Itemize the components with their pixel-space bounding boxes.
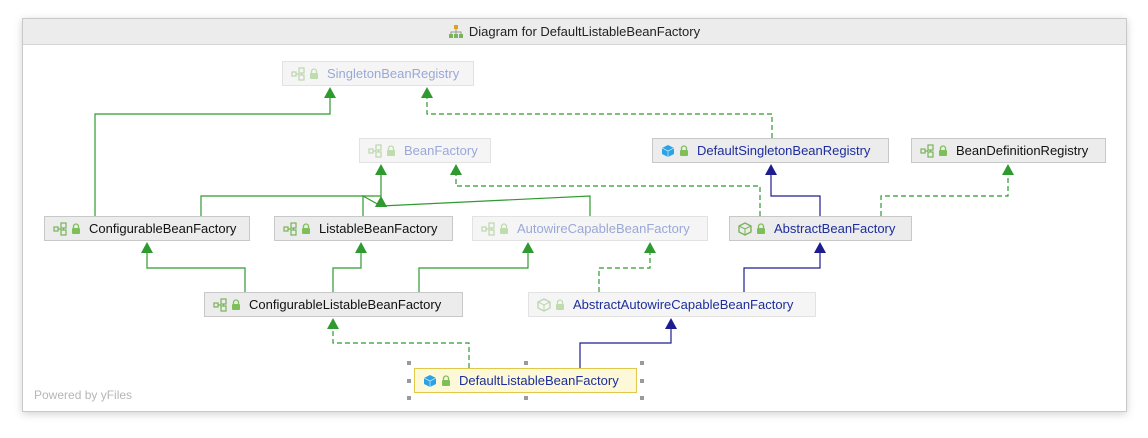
interface-icon	[213, 297, 227, 312]
edge-configurable_bf-to-bean_factory	[200, 164, 387, 216]
edge-abstract_autowire_bf-to-autowire_capable_bf	[598, 242, 656, 292]
interface-icon	[283, 221, 297, 236]
edge-configurable_listable_bf-to-configurable_bf	[141, 242, 246, 292]
interface-icon	[53, 221, 67, 236]
arrowhead	[665, 318, 677, 329]
arrowhead	[814, 242, 826, 253]
edge-abstract_autowire_bf-to-abstract_bf	[743, 242, 826, 292]
arrowhead	[421, 87, 433, 98]
arrowhead	[355, 242, 367, 253]
node-bean-definition-registry[interactable]: BeanDefinitionRegistry	[911, 138, 1106, 163]
edge-configurable_bf-to-singleton_registry	[94, 87, 336, 216]
powered-by-label: Powered by yFiles	[34, 388, 133, 402]
node-default-singleton-registry[interactable]: DefaultSingletonBeanRegistry	[652, 138, 889, 163]
edge-abstract_bf-to-default_singleton_registry	[765, 164, 821, 216]
lock-icon	[556, 298, 564, 310]
node-bean-factory[interactable]: BeanFactory	[359, 138, 491, 163]
abstract-class-icon	[537, 297, 551, 312]
node-label: AbstractAutowireCapableBeanFactory	[573, 297, 794, 312]
selection-handle[interactable]	[407, 396, 411, 400]
node-label: ConfigurableListableBeanFactory	[249, 297, 442, 312]
diagram-edges	[94, 87, 1014, 368]
edge-abstract_bf-to-bean_factory	[450, 164, 761, 216]
arrowhead	[644, 242, 656, 253]
selection-handle[interactable]	[640, 396, 644, 400]
node-singleton-registry[interactable]: SingletonBeanRegistry	[282, 61, 474, 86]
abstract-class-icon	[738, 221, 752, 236]
edge-default_listable_bf-to-bean_definition_registry	[880, 164, 1014, 216]
selection-handle[interactable]	[407, 379, 411, 383]
lock-icon	[387, 144, 395, 156]
node-autowire-capable-bf[interactable]: AutowireCapableBeanFactory	[472, 216, 708, 241]
arrowhead	[375, 196, 387, 207]
edge-configurable_listable_bf-to-listable_bf	[332, 242, 367, 292]
lock-icon	[442, 374, 450, 386]
node-label: ListableBeanFactory	[319, 221, 438, 236]
edge-default_singleton_registry-to-singleton_registry	[421, 87, 773, 138]
hierarchy-icon	[448, 24, 463, 38]
lock-icon	[500, 222, 508, 234]
window-title: Diagram for DefaultListableBeanFactory	[468, 24, 701, 39]
diagram-window: Diagram for DefaultListableBeanFactory S…	[22, 18, 1127, 412]
node-label: AutowireCapableBeanFactory	[517, 221, 690, 236]
window-titlebar: Diagram for DefaultListableBeanFactory	[23, 19, 1126, 45]
arrowhead	[141, 242, 153, 253]
arrowhead	[324, 87, 336, 98]
lock-icon	[310, 67, 318, 79]
edge-default_listable_bf-to-configurable_listable_bf	[327, 318, 470, 368]
node-abstract-autowire-bf[interactable]: AbstractAutowireCapableBeanFactory	[528, 292, 816, 317]
interface-icon	[481, 221, 495, 236]
interface-icon	[368, 143, 382, 158]
edge-default_listable_bf-to-abstract_autowire_bf	[579, 318, 677, 368]
selection-handle[interactable]	[523, 396, 528, 400]
node-label: BeanFactory	[404, 143, 478, 158]
selection-handle[interactable]	[640, 379, 644, 383]
arrowhead	[522, 242, 534, 253]
class-icon	[661, 144, 675, 157]
node-listable-bf[interactable]: ListableBeanFactory	[274, 216, 453, 241]
node-configurable-listable-bf[interactable]: ConfigurableListableBeanFactory	[204, 292, 463, 317]
selection-handle[interactable]	[640, 361, 644, 365]
interface-icon	[291, 66, 305, 81]
lock-icon	[72, 222, 80, 234]
edge-autowire_capable_bf-to-bean_factory	[375, 195, 591, 216]
node-label: ConfigurableBeanFactory	[89, 221, 237, 236]
lock-icon	[757, 222, 765, 234]
lock-icon	[302, 222, 310, 234]
arrowhead	[450, 164, 462, 175]
lock-icon	[232, 298, 240, 310]
arrowhead	[765, 164, 777, 175]
node-abstract-bf[interactable]: AbstractBeanFactory	[729, 216, 912, 241]
node-label: DefaultSingletonBeanRegistry	[697, 143, 871, 158]
node-label: SingletonBeanRegistry	[327, 66, 460, 81]
lock-icon	[680, 144, 688, 156]
node-label: DefaultListableBeanFactory	[459, 373, 619, 388]
interface-icon	[920, 143, 934, 158]
selection-handle[interactable]	[407, 361, 411, 365]
selection-handle[interactable]	[523, 361, 528, 365]
node-label: AbstractBeanFactory	[774, 221, 896, 236]
arrowhead	[1002, 164, 1014, 175]
arrowhead	[327, 318, 339, 329]
arrowhead	[375, 164, 387, 175]
node-label: BeanDefinitionRegistry	[956, 143, 1089, 158]
lock-icon	[939, 144, 947, 156]
node-default-listable-bf[interactable]: DefaultListableBeanFactory	[414, 368, 637, 393]
class-icon	[423, 374, 437, 387]
node-configurable-bf[interactable]: ConfigurableBeanFactory	[44, 216, 250, 241]
edge-configurable_listable_bf-to-autowire_capable_bf	[418, 242, 534, 292]
